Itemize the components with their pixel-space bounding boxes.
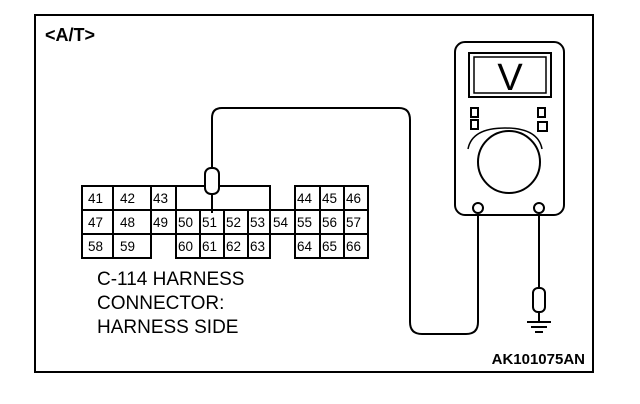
volt-jack	[533, 202, 545, 214]
pin-label: 52	[226, 215, 241, 230]
pin-label: 50	[178, 215, 193, 230]
pin-label: 53	[250, 215, 265, 230]
connector-c114	[81, 185, 369, 259]
pin-label: 41	[88, 191, 103, 206]
pin-label: 65	[322, 239, 337, 254]
pin-label: 58	[88, 239, 103, 254]
pin-label: 55	[297, 215, 312, 230]
pin-row-2: 47 48 49 50 51 52 53 54 55 56 57	[88, 215, 361, 230]
pin-row-1: 41 42 43 44 45 46	[88, 191, 361, 206]
caption-line: C-114 HARNESS	[97, 269, 244, 290]
ground-icon	[527, 321, 551, 333]
ground-clip	[532, 287, 546, 322]
dial-arc	[467, 127, 543, 150]
back-probe	[204, 167, 220, 213]
connector-caption: C-114 HARNESS CONNECTOR: HARNESS SIDE	[97, 269, 244, 338]
pin-label: 42	[120, 191, 135, 206]
meter-display	[468, 52, 552, 98]
pin-label: 63	[250, 239, 265, 254]
pin-label: 51	[202, 215, 217, 230]
caption-line: CONNECTOR:	[97, 293, 224, 314]
range-dial	[477, 130, 541, 194]
pin-label: 43	[153, 191, 168, 206]
pin-label: 47	[88, 215, 103, 230]
com-jack	[472, 202, 484, 214]
pin-label: 44	[297, 191, 313, 206]
pin-label: 66	[346, 239, 361, 254]
pin-label: 60	[178, 239, 193, 254]
pin-label: 57	[346, 215, 361, 230]
multimeter: V	[454, 41, 565, 216]
pin-label: 59	[120, 239, 135, 254]
meter-button	[537, 107, 546, 118]
pin-label: 62	[226, 239, 241, 254]
pin-label: 45	[322, 191, 337, 206]
pin-row-3: 58 59 60 61 62 63 64 65 66	[88, 239, 361, 254]
meter-button	[537, 121, 548, 132]
pin-label: 56	[322, 215, 337, 230]
pin-label: 61	[202, 239, 217, 254]
pin-label: 46	[346, 191, 361, 206]
caption-line: HARNESS SIDE	[97, 317, 238, 338]
diagram-frame	[34, 14, 594, 373]
pin-label: 64	[297, 239, 313, 254]
section-label: <A/T>	[45, 25, 95, 45]
meter-button	[470, 119, 479, 130]
figure-code: AK101075AN	[492, 351, 585, 368]
pin-label: 54	[273, 215, 289, 230]
volt-symbol: V	[497, 57, 523, 99]
meter-button	[470, 107, 479, 118]
pin-label: 48	[120, 215, 135, 230]
probe-wire-positive	[211, 107, 479, 335]
pin-label: 49	[153, 215, 168, 230]
